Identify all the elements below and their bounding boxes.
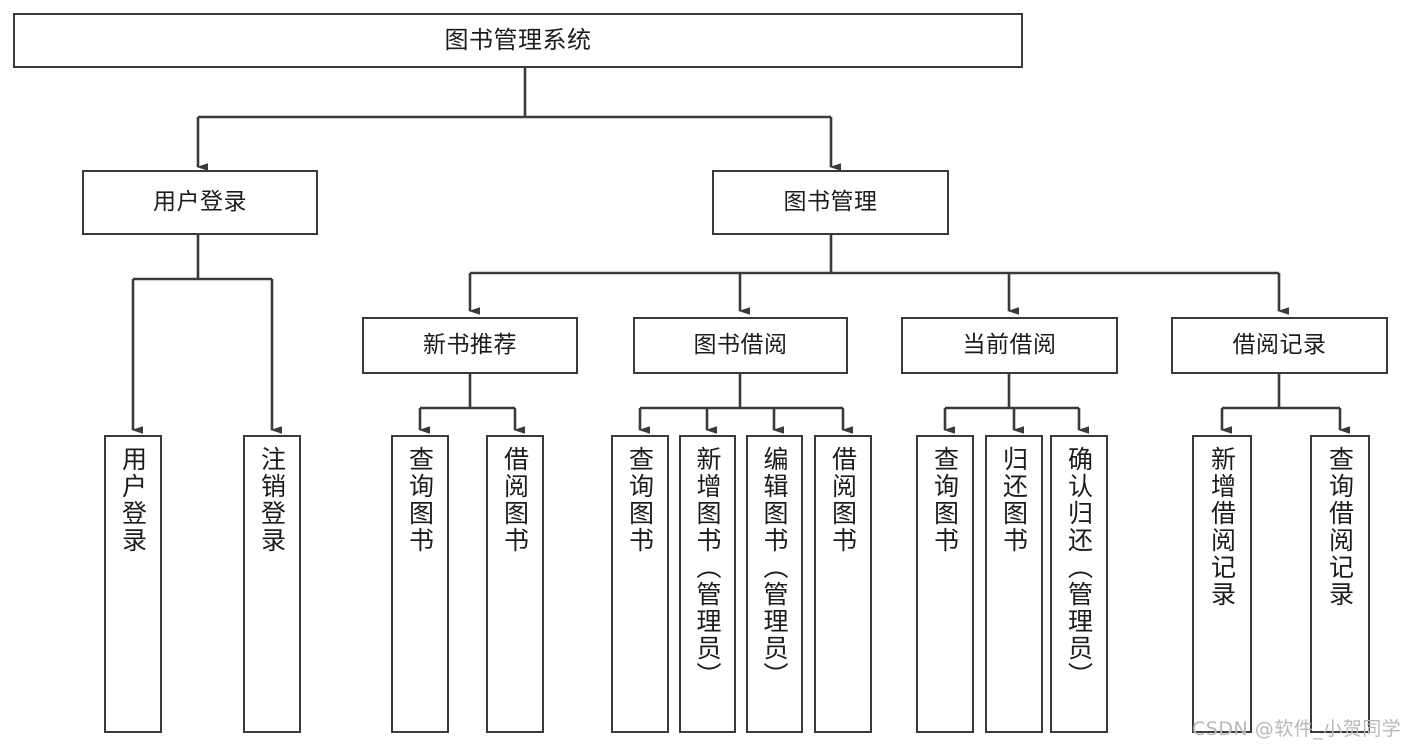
leaf-book-borrow-borrow-book-label: 借阅图书	[828, 446, 858, 554]
node-borrow-record[interactable]: 借阅记录	[1171, 317, 1388, 374]
leaf-book-borrow-query-book[interactable]: 查询图书	[611, 435, 669, 733]
leaf-borrow-record-add-record-label: 新增借阅记录	[1207, 446, 1237, 608]
node-root-book-management-system[interactable]: 图书管理系统	[13, 13, 1023, 68]
node-book-management[interactable]: 图书管理	[712, 170, 949, 235]
node-root-label: 图书管理系统	[444, 26, 592, 55]
leaf-borrow-record-add-record[interactable]: 新增借阅记录	[1192, 435, 1252, 733]
node-current-borrow-label: 当前借阅	[962, 331, 1057, 358]
leaf-user-login-logout[interactable]: 注销登录	[243, 435, 301, 733]
node-new-book-recommendation-label: 新书推荐	[423, 331, 517, 358]
leaf-current-borrow-return-book[interactable]: 归还图书	[985, 435, 1043, 733]
node-book-borrow-label: 图书借阅	[693, 331, 788, 358]
node-current-borrow[interactable]: 当前借阅	[901, 317, 1118, 374]
leaf-current-borrow-confirm-return-admin[interactable]: 确认归还（管理员）	[1050, 435, 1108, 733]
leaf-user-login-logout-label: 注销登录	[257, 446, 287, 554]
leaf-new-book-borrow-book-label: 借阅图书	[500, 446, 530, 554]
leaf-book-borrow-borrow-book[interactable]: 借阅图书	[814, 435, 872, 733]
node-book-management-label: 图书管理	[783, 188, 878, 215]
leaf-current-borrow-query-book-label: 查询图书	[930, 446, 960, 554]
node-user-login[interactable]: 用户登录	[82, 170, 318, 235]
csdn-watermark: CSDN @软件_小贺同学	[1192, 718, 1402, 740]
leaf-borrow-record-query-record-label: 查询借阅记录	[1325, 446, 1355, 608]
leaf-user-login-login[interactable]: 用户登录	[104, 435, 162, 733]
node-book-borrow[interactable]: 图书借阅	[633, 317, 848, 374]
leaf-current-borrow-return-book-label: 归还图书	[999, 446, 1029, 554]
leaf-new-book-query-book[interactable]: 查询图书	[391, 435, 449, 733]
leaf-book-borrow-edit-book-admin[interactable]: 编辑图书（管理员）	[746, 435, 803, 733]
leaf-current-borrow-query-book[interactable]: 查询图书	[916, 435, 974, 733]
node-borrow-record-label: 借阅记录	[1232, 331, 1327, 358]
leaf-current-borrow-confirm-return-admin-label: 确认归还（管理员）	[1064, 446, 1094, 689]
node-new-book-recommendation[interactable]: 新书推荐	[362, 317, 578, 374]
leaf-user-login-login-label: 用户登录	[118, 446, 148, 554]
leaf-book-borrow-add-book-admin-label: 新增图书（管理员）	[693, 446, 722, 689]
leaf-book-borrow-add-book-admin[interactable]: 新增图书（管理员）	[679, 435, 736, 733]
leaf-book-borrow-edit-book-admin-label: 编辑图书（管理员）	[760, 446, 789, 689]
node-user-login-label: 用户登录	[153, 188, 247, 215]
leaf-borrow-record-query-record[interactable]: 查询借阅记录	[1310, 435, 1370, 733]
leaf-new-book-borrow-book[interactable]: 借阅图书	[486, 435, 544, 733]
leaf-new-book-query-book-label: 查询图书	[405, 446, 435, 554]
leaf-book-borrow-query-book-label: 查询图书	[625, 446, 655, 554]
